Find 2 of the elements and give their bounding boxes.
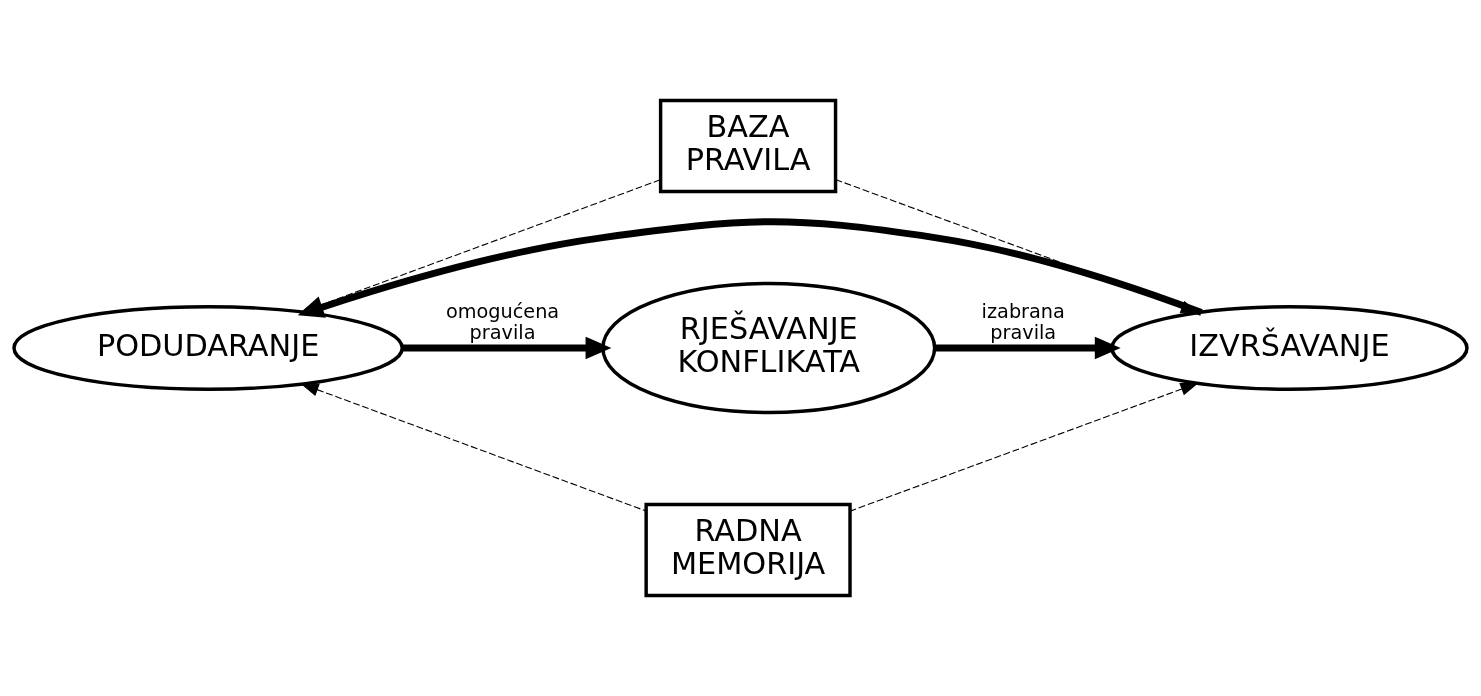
edge-label: omogućena pravila xyxy=(445,299,560,344)
edge-label: izabrana pravila xyxy=(981,299,1065,344)
